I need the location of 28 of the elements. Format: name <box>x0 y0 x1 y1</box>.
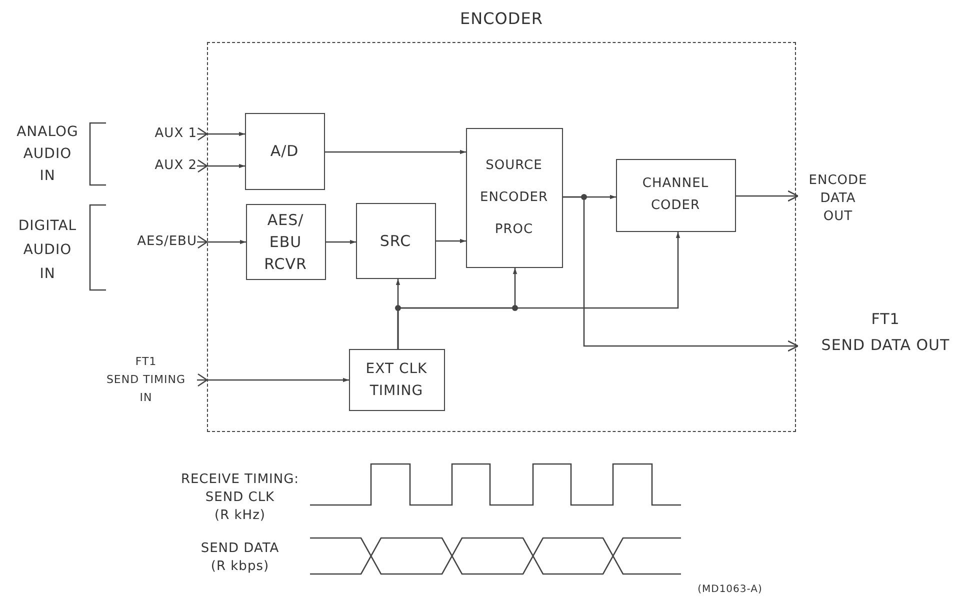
arrow <box>563 196 799 352</box>
output-label: ENCODE DATA OUT <box>798 168 878 230</box>
arrow <box>326 240 356 244</box>
arrow <box>736 190 799 202</box>
input-label: AUX 1 <box>120 125 197 143</box>
process-box: AES/ EBU RCVR <box>246 204 326 280</box>
process-box: SOURCE ENCODER PROC <box>466 128 562 268</box>
arrow <box>197 378 349 382</box>
process-box: SRC <box>356 202 436 278</box>
signal-label: SEND DATA (R kbps) <box>200 540 280 576</box>
arrow <box>397 232 680 349</box>
arrow <box>325 150 466 154</box>
input-label: FT1 SEND TIMING IN <box>95 353 197 407</box>
input-label: AES/EBU <box>100 233 197 251</box>
group-label: ANALOG AUDIO IN <box>16 123 80 186</box>
figure-number: (MD1063-A) <box>696 583 764 597</box>
group-label: DIGITAL AUDIO IN <box>17 217 78 284</box>
input-label: AUX 2 <box>120 157 197 175</box>
arrow <box>197 132 245 136</box>
arrow <box>197 164 245 168</box>
arrow <box>197 240 246 244</box>
process-box: A/D <box>244 112 324 190</box>
arrow <box>436 238 466 244</box>
output-label: FT1 SEND DATA OUT <box>798 305 973 359</box>
process-box: EXT CLK TIMING <box>348 348 444 410</box>
block-heading: ENCODER <box>459 9 544 28</box>
process-box: CHANNEL CODER <box>616 158 736 232</box>
signal-label: RECEIVE TIMING: SEND CLK (R kHz) <box>180 471 300 525</box>
